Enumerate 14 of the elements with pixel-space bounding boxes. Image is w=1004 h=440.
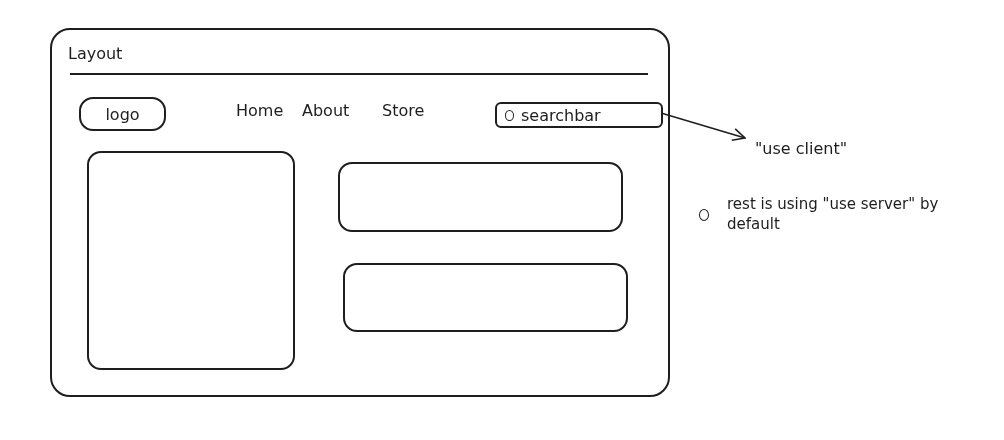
content-box [343, 263, 628, 332]
content-box [338, 162, 623, 232]
box-label: logo [105, 104, 140, 124]
layout-frame [50, 28, 670, 397]
placeholder-box [79, 97, 166, 131]
note-text: rest is using "use server" by default [727, 195, 940, 234]
search-field: searchbar [495, 102, 663, 128]
nav-link: Home [236, 101, 285, 122]
content-box [87, 151, 295, 370]
frame-title: Layout [68, 44, 123, 63]
arrow [660, 112, 746, 142]
nav-link: About [302, 101, 351, 122]
nav-link: Store [382, 101, 426, 122]
annotation-text: "use client" [754, 138, 848, 158]
